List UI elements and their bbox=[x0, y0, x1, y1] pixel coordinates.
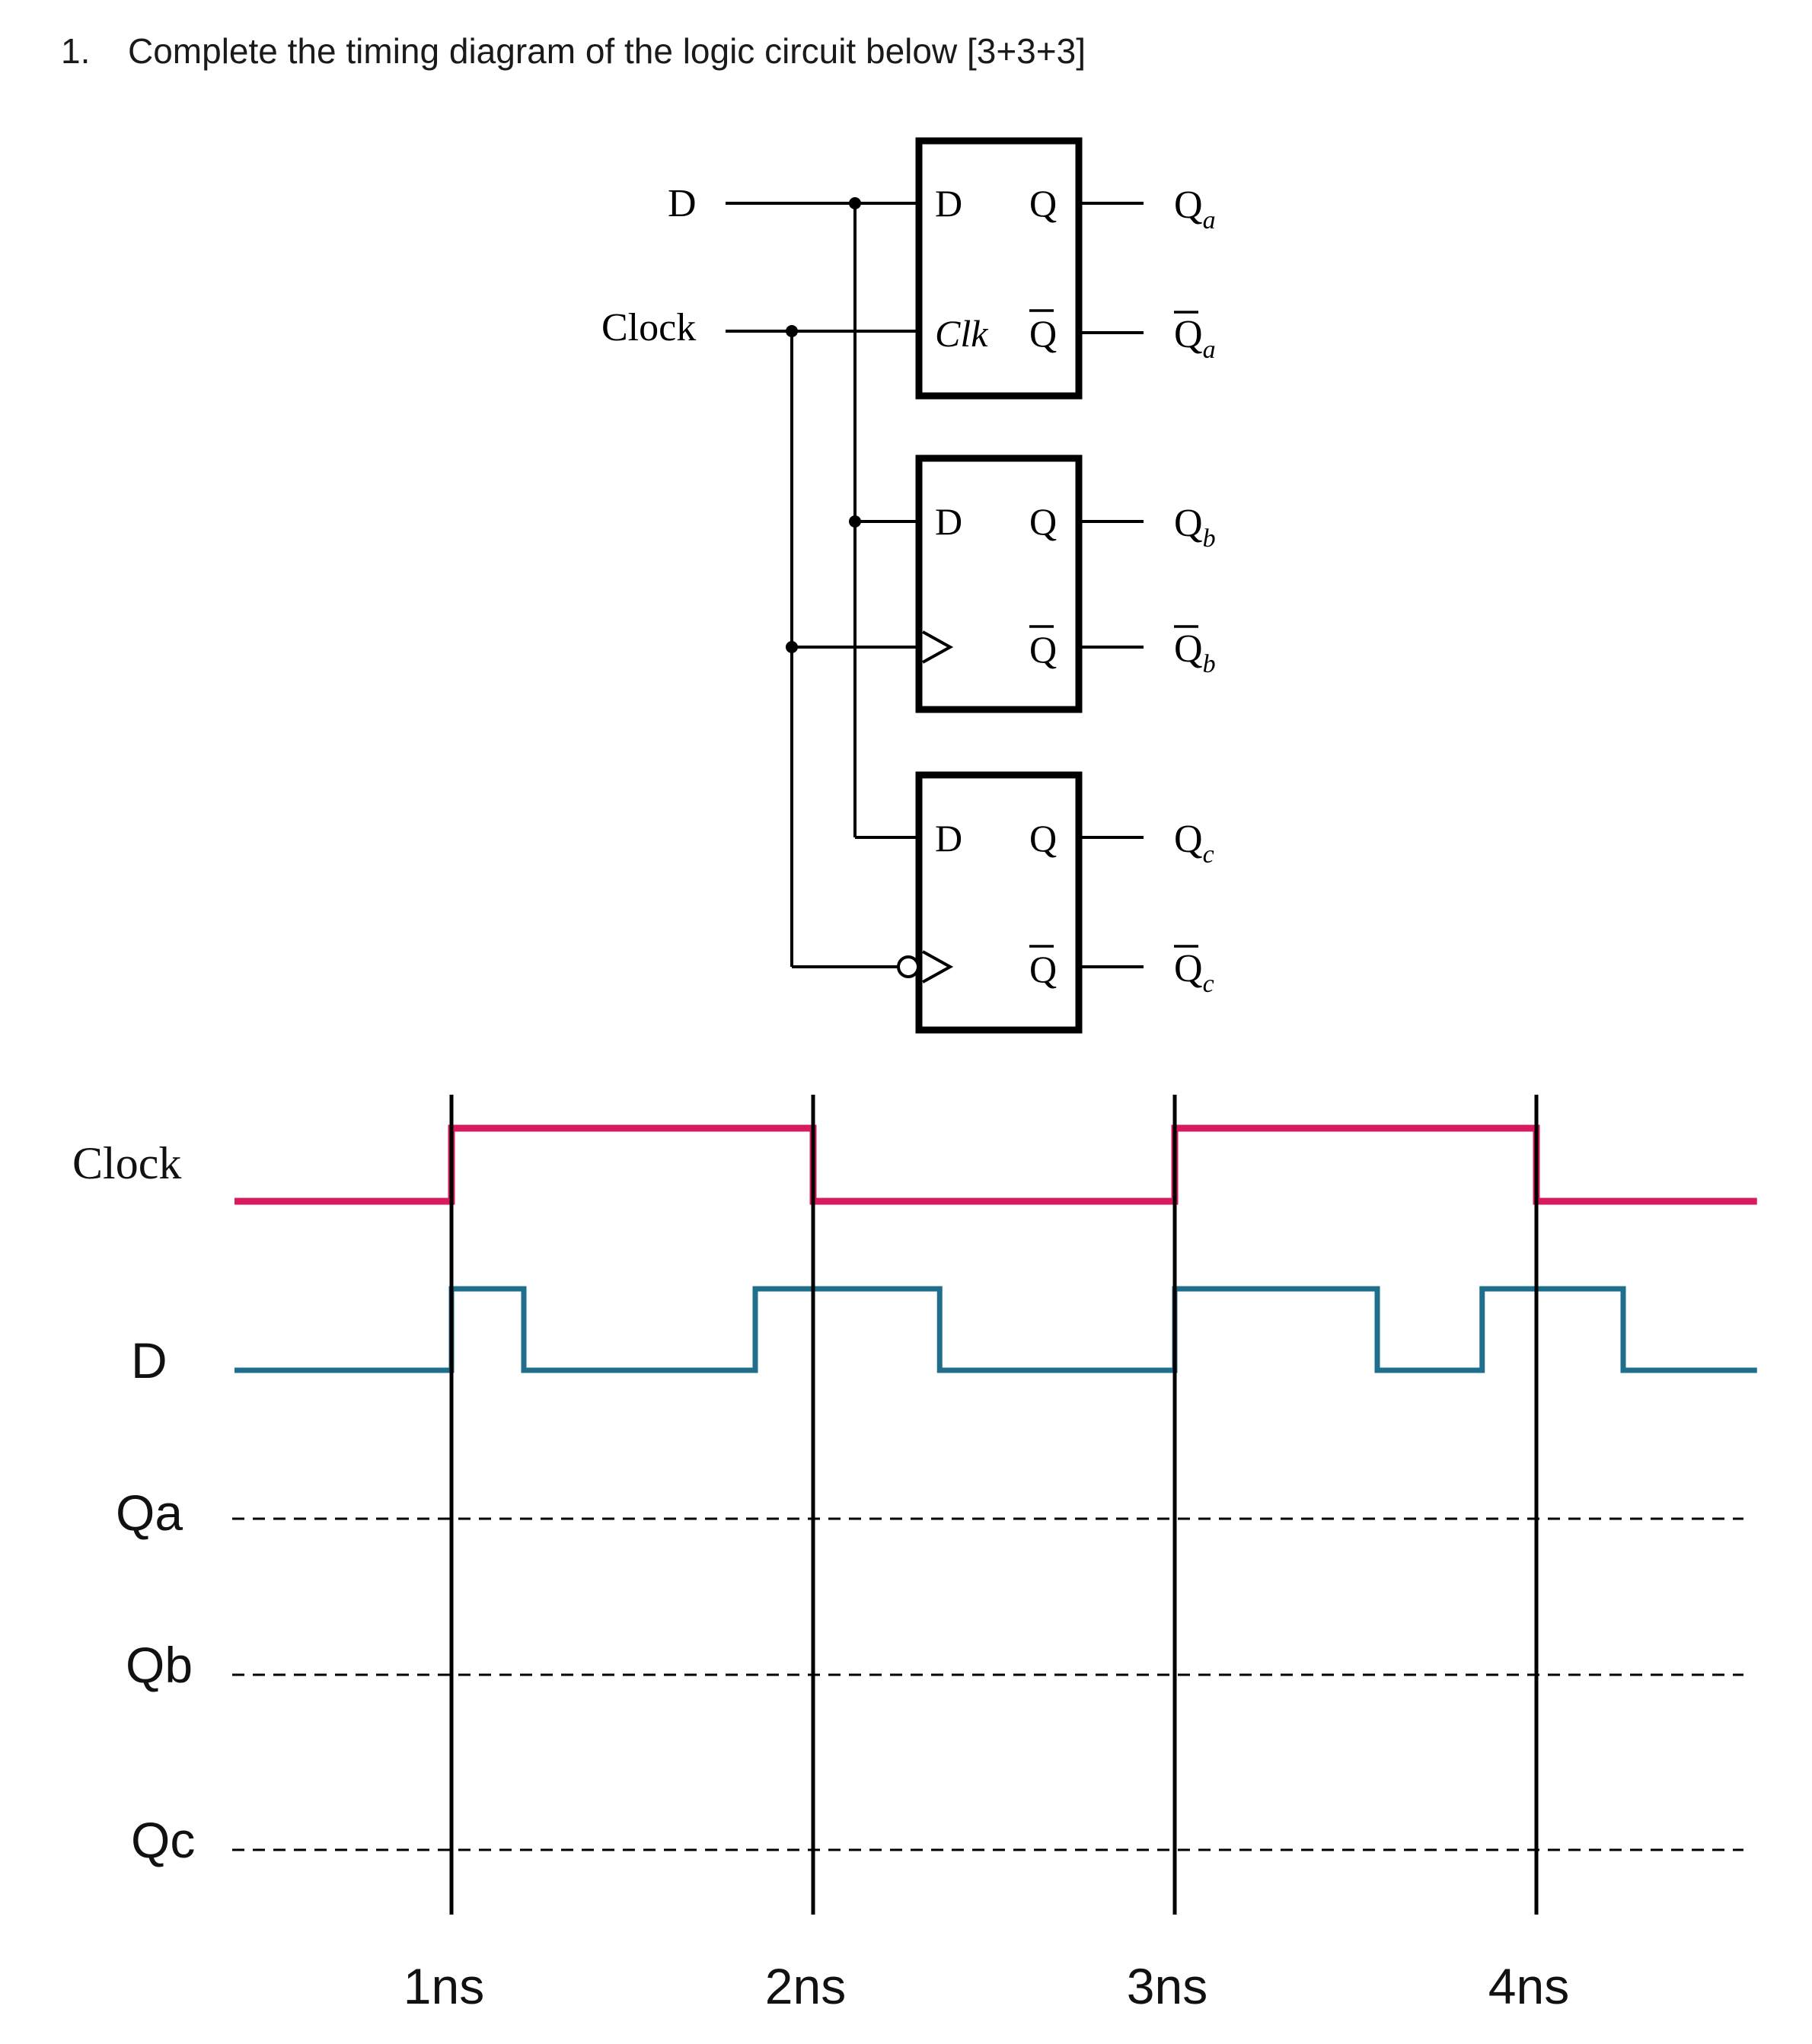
ffc-inversion-bubble-icon bbox=[897, 955, 920, 978]
flipflop-c: D Q Q Qc Qc bbox=[897, 771, 1214, 1034]
time-marker-label-1: 1ns bbox=[404, 1958, 484, 2014]
ffa-qbar-pin: Q bbox=[1029, 312, 1057, 355]
input-d-label: D bbox=[668, 182, 697, 225]
ffb-d-pin: D bbox=[935, 500, 962, 543]
timing-label-clock: Clock bbox=[72, 1138, 181, 1188]
output-qa-label: Qa bbox=[1174, 183, 1216, 234]
output-qc-label: Qc bbox=[1174, 818, 1214, 869]
ffa-d-pin: D bbox=[935, 182, 962, 225]
ffa-clk-pin: Clk bbox=[935, 312, 988, 355]
question-text: Complete the timing diagram of the logic… bbox=[128, 31, 1086, 71]
flipflop-b-box bbox=[915, 454, 1083, 713]
timing-label-qa: Qa bbox=[116, 1484, 183, 1541]
ffc-q-pin: Q bbox=[1029, 817, 1057, 859]
output-qb-bar-label: Qb bbox=[1174, 627, 1216, 678]
ffc-qbar-pin: Q bbox=[1029, 948, 1057, 990]
d-junction-dot bbox=[849, 197, 861, 209]
output-qb-label: Qb bbox=[1174, 502, 1216, 553]
flipflop-c-box bbox=[915, 771, 1083, 1034]
question-number: 1. bbox=[61, 31, 90, 71]
time-markers: 1ns 2ns 3ns 4ns bbox=[404, 1095, 1569, 2014]
flipflop-a: D Q Clk Q Qa Qa bbox=[915, 137, 1216, 400]
ffb-clock-edge-icon bbox=[922, 630, 954, 664]
time-marker-label-4: 4ns bbox=[1488, 1958, 1569, 2014]
ffa-q-pin: Q bbox=[1029, 182, 1057, 225]
ffc-d-pin: D bbox=[935, 817, 962, 859]
clock-junction-dot bbox=[786, 325, 798, 337]
ffb-qbar-pin: Q bbox=[1029, 628, 1057, 671]
timing-diagram: Clock D Qa Qb Qc 1ns 2ns 3ns 4ns bbox=[72, 1095, 1757, 2014]
timing-label-d: D bbox=[131, 1332, 167, 1389]
output-qc-bar-label: Qc bbox=[1174, 947, 1214, 998]
input-clock-label: Clock bbox=[601, 306, 696, 349]
ffb-q-pin: Q bbox=[1029, 500, 1057, 543]
circuit-diagram: D Clock D Q Clk Q Qa Qa bbox=[601, 137, 1216, 1034]
timing-label-qc: Qc bbox=[131, 1812, 195, 1868]
time-marker-label-3: 3ns bbox=[1127, 1958, 1207, 2014]
clock-waveform bbox=[234, 1124, 1757, 1205]
ffc-clock-edge-icon bbox=[922, 950, 954, 984]
clock-junction-dot-b bbox=[786, 641, 798, 653]
flipflop-b: D Q Q Qb Qb bbox=[915, 454, 1216, 713]
time-marker-label-2: 2ns bbox=[765, 1958, 846, 2014]
timing-label-qb: Qb bbox=[126, 1637, 193, 1693]
output-qa-bar-label: Qa bbox=[1174, 313, 1216, 364]
flipflop-a-box bbox=[915, 137, 1083, 400]
d-junction-dot-b bbox=[849, 515, 861, 528]
d-waveform bbox=[234, 1286, 1757, 1373]
